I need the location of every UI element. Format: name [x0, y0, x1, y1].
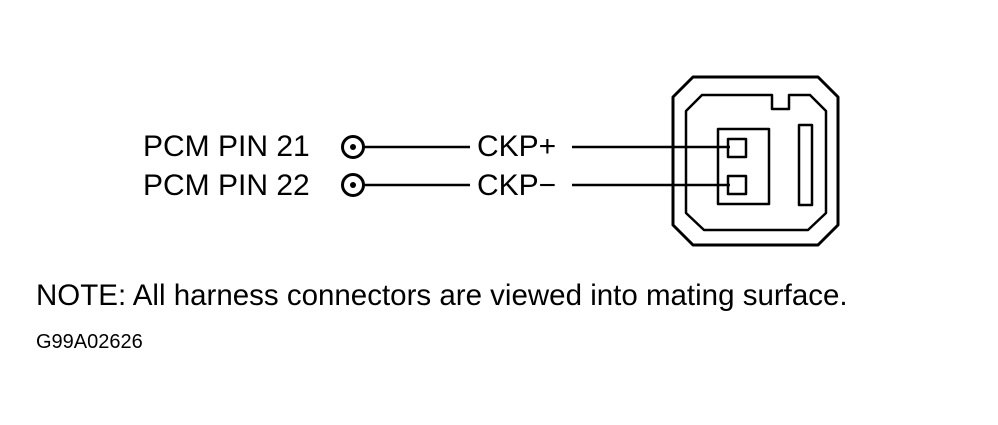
terminal-pin-21-icon: [341, 135, 365, 159]
pin-label-21: PCM PIN 21: [143, 130, 310, 163]
connector-note: NOTE: All harness connectors are viewed …: [36, 279, 848, 312]
harness-connector-icon: [671, 75, 840, 247]
signal-label-ckp-minus: CKP−: [477, 169, 557, 202]
figure-code: G99A02626: [36, 331, 143, 353]
signal-label-ckp-plus: CKP+: [477, 130, 557, 163]
terminal-pin-22-icon: [341, 173, 365, 197]
pin-label-22: PCM PIN 22: [143, 169, 310, 202]
